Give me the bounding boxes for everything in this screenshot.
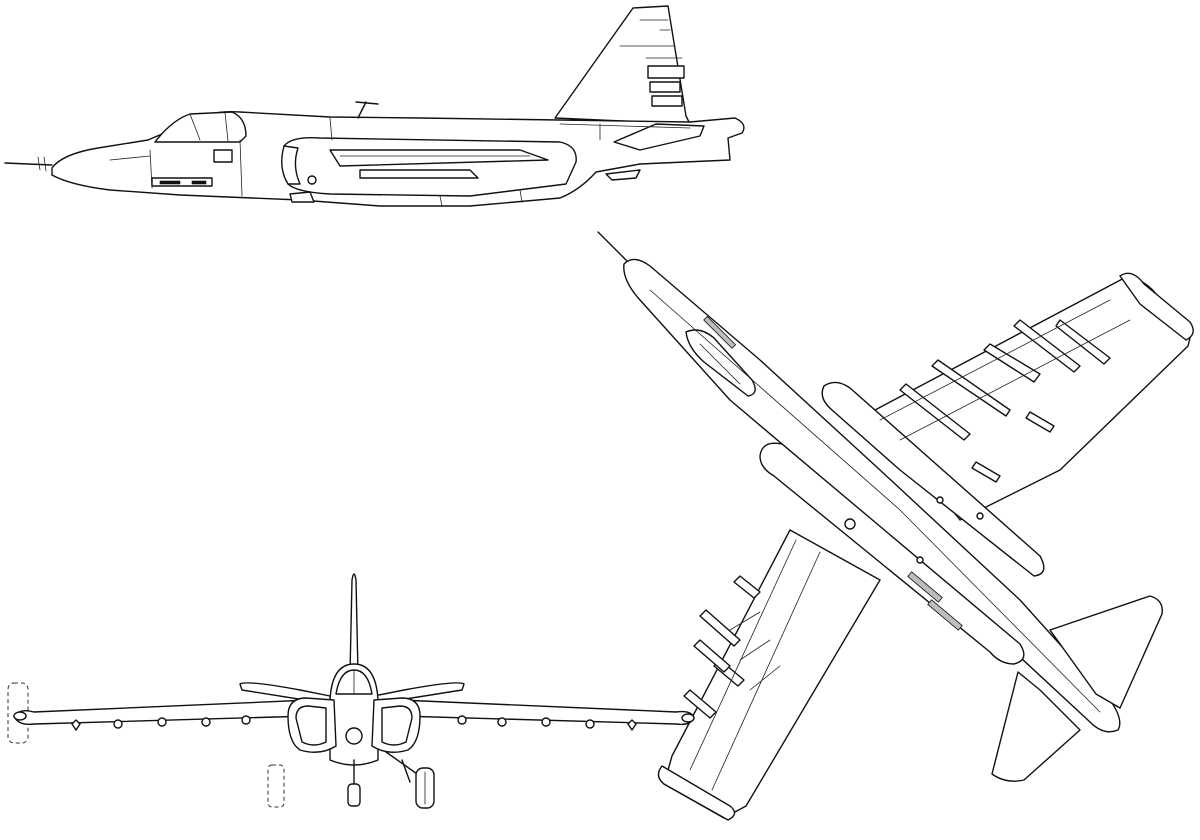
front-landing-gear xyxy=(347,751,435,809)
side-engine-nacelle xyxy=(283,136,577,197)
front-nose-cone xyxy=(345,727,363,745)
side-dorsal-antenna xyxy=(355,101,379,119)
top-right-wing-stores xyxy=(899,319,1111,483)
front-left-dashed-marker xyxy=(7,682,29,744)
top-left-wingtip-pod xyxy=(657,765,736,821)
top-left-wing-stores xyxy=(683,575,761,719)
side-panel-lines xyxy=(109,117,691,207)
side-main-gear-fairing xyxy=(289,191,315,203)
front-vertical-fin xyxy=(349,573,359,675)
side-ventral-fin xyxy=(605,169,641,181)
top-left-engine-nacelle xyxy=(759,442,1025,665)
top-panel-lines xyxy=(649,289,1131,791)
front-view xyxy=(7,573,695,809)
top-left-stabilizer xyxy=(991,671,1081,782)
top-right-stabilizer xyxy=(1049,595,1163,709)
side-air-intake xyxy=(281,145,301,185)
side-fin-details xyxy=(619,19,685,107)
side-pitot-probe xyxy=(4,156,53,172)
front-lower-dashed-marker xyxy=(267,764,285,808)
top-left-wing xyxy=(663,529,881,819)
side-cockpit-canopy xyxy=(154,111,247,143)
top-right-engine-nacelle xyxy=(821,381,1045,577)
top-right-wingtip-pod xyxy=(1119,272,1194,341)
side-underwing-stores xyxy=(329,149,549,179)
top-view xyxy=(597,231,1194,821)
top-cockpit xyxy=(685,329,756,397)
front-underwing-stores xyxy=(13,711,695,731)
side-view xyxy=(4,5,745,207)
